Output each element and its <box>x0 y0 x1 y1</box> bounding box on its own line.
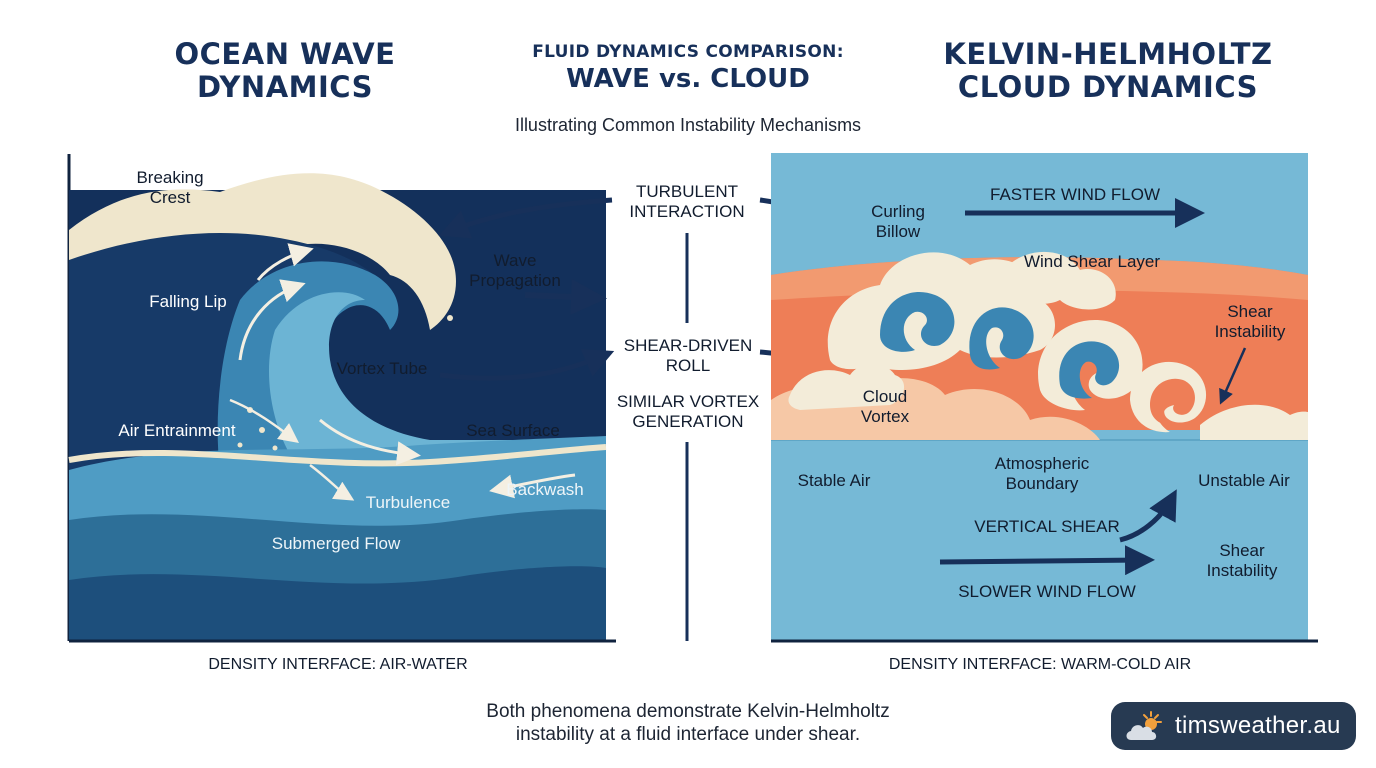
turbulent-interaction-label: TURBULENT INTERACTION <box>612 182 762 222</box>
breaking-crest-line1: Breaking <box>136 168 204 187</box>
left-title: OCEAN WAVE DYNAMICS <box>150 38 420 104</box>
atmospheric-line2: Boundary <box>1005 474 1079 493</box>
subtitle: Illustrating Common Instability Mechanis… <box>514 115 862 135</box>
shear-instability-bottom-label: Shear Instability <box>1192 541 1292 581</box>
curling-line2: Billow <box>875 222 921 241</box>
right-title-line1: KELVIN-HELMHOLTZ <box>943 37 1273 71</box>
center-title-big: WAVE vs. CLOUD <box>566 64 810 94</box>
turbulent-line2: INTERACTION <box>629 202 745 221</box>
cloud-vortex-label: Cloud Vortex <box>845 387 925 427</box>
cloud-footer: DENSITY INTERFACE: WARM-COLD AIR <box>888 656 1192 673</box>
atmospheric-line1: Atmospheric <box>994 454 1090 473</box>
sea-surface-label: Sea Surface <box>466 421 560 440</box>
wave-propagation-line1: Wave <box>493 251 537 270</box>
curling-line1: Curling <box>871 202 925 221</box>
falling-lip-label: Falling Lip <box>149 292 227 311</box>
conclusion: Both phenomena demonstrate Kelvin-Helmho… <box>430 700 946 746</box>
brand-name: timsweather.au <box>1175 712 1341 740</box>
cloud-vortex-line1: Cloud <box>862 387 908 406</box>
shear-roll-line1: SHEAR-DRIVEN <box>623 336 753 355</box>
cloud-vortex-line2: Vortex <box>860 407 910 426</box>
similar-line2: GENERATION <box>632 412 744 431</box>
left-title-line1: OCEAN WAVE <box>174 37 396 71</box>
shear-driven-roll-label: SHEAR-DRIVEN ROLL <box>608 336 768 376</box>
turbulence-label: Turbulence <box>365 493 451 512</box>
similar-vortex-label: SIMILAR VORTEX GENERATION <box>603 392 773 432</box>
air-entrainment-label: Air Entrainment <box>118 421 236 440</box>
submerged-flow-label: Submerged Flow <box>271 534 401 553</box>
center-title: FLUID DYNAMICS COMPARISON: WAVE vs. CLOU… <box>490 42 886 94</box>
stable-air-label: Stable Air <box>797 471 871 490</box>
shear-roll-line2: ROLL <box>665 356 711 375</box>
backwash-label: Backwash <box>506 480 584 499</box>
breaking-crest-label: Breaking Crest <box>120 168 220 208</box>
wave-footer: DENSITY INTERFACE: AIR-WATER <box>208 656 468 673</box>
shear-top-line2: Instability <box>1214 322 1286 341</box>
conclusion-line1: Both phenomena demonstrate Kelvin-Helmho… <box>486 701 890 722</box>
shear-bottom-line2: Instability <box>1206 561 1278 580</box>
left-title-line2: DYNAMICS <box>196 69 374 104</box>
wind-shear-layer-label: Wind Shear Layer <box>1023 252 1161 271</box>
brand-badge[interactable]: timsweather.au <box>1111 702 1356 750</box>
atmospheric-boundary-label: Atmospheric Boundary <box>980 454 1104 494</box>
wave-propagation-label: Wave Propagation <box>460 251 570 291</box>
brand-name-a: tims <box>1175 712 1221 739</box>
sun-cloud-icon <box>1126 711 1162 740</box>
unstable-air-label: Unstable Air <box>1198 471 1290 490</box>
slower-wind-label: SLOWER WIND FLOW <box>958 582 1136 601</box>
right-title: KELVIN-HELMHOLTZ CLOUD DYNAMICS <box>930 38 1286 104</box>
shear-top-line1: Shear <box>1227 302 1273 321</box>
wave-propagation-line2: Propagation <box>469 271 561 290</box>
breaking-crest-line2: Crest <box>149 188 191 207</box>
curling-billow-label: Curling Billow <box>858 202 938 242</box>
right-title-line2: CLOUD DYNAMICS <box>957 69 1259 104</box>
vertical-shear-label: VERTICAL SHEAR <box>974 517 1120 536</box>
turbulent-line1: TURBULENT <box>635 182 738 201</box>
shear-instability-top-label: Shear Instability <box>1200 302 1300 342</box>
shear-bottom-line1: Shear <box>1219 541 1265 560</box>
center-title-small: FLUID DYNAMICS COMPARISON: <box>532 42 844 62</box>
conclusion-line2: instability at a fluid interface under s… <box>515 724 861 745</box>
vortex-tube-label: Vortex Tube <box>336 359 428 378</box>
similar-line1: SIMILAR VORTEX <box>616 392 760 411</box>
faster-wind-label: FASTER WIND FLOW <box>990 185 1160 204</box>
brand-name-b: weather.au <box>1220 712 1341 739</box>
